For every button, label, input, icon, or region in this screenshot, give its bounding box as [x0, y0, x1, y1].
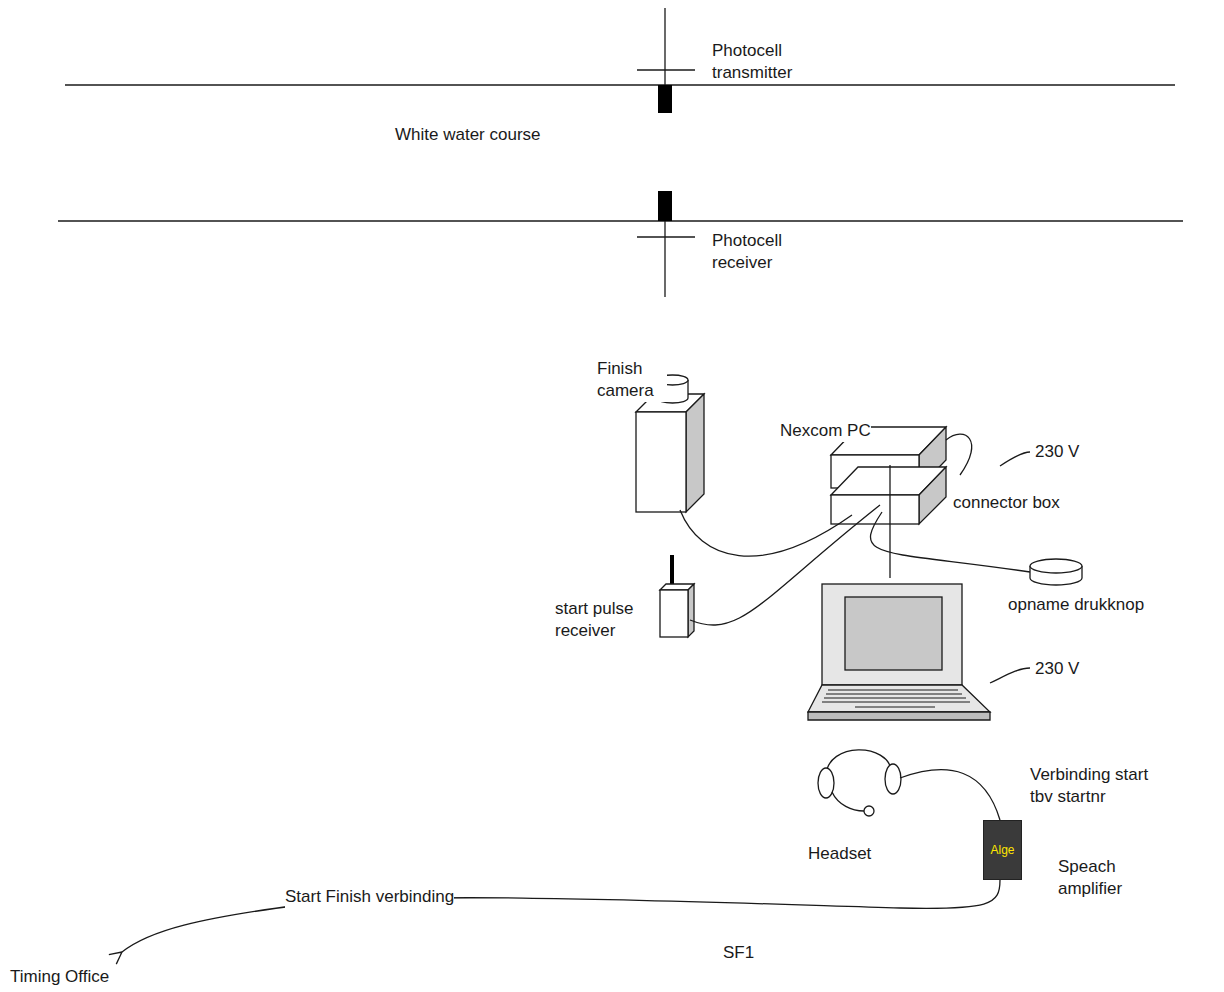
photocell-transmitter	[658, 85, 672, 113]
cable-label: Start Finish verbinding	[285, 886, 454, 908]
photocell-post	[637, 236, 695, 237]
brand-text: Alge	[990, 843, 1014, 857]
course-bank	[65, 84, 1175, 85]
pc-label: Nexcom PC	[780, 420, 871, 442]
power-cord	[946, 434, 972, 475]
button-label: opname drukknop	[1008, 594, 1144, 616]
laptop-cable	[889, 465, 890, 578]
cable-name: SF1	[723, 942, 754, 964]
laptop	[808, 584, 990, 720]
photocell-label: Photocell transmitter	[712, 40, 832, 84]
office-label: Timing Office	[10, 966, 109, 988]
photocell-post	[664, 221, 665, 297]
amplifier-label: Speach amplifier	[1058, 856, 1148, 900]
speech-amplifier: Alge	[983, 820, 1022, 880]
course-bank	[58, 220, 1183, 221]
button-cable	[870, 512, 1030, 572]
connector-label: connector box	[953, 492, 1060, 514]
power-cord	[990, 668, 1030, 683]
voltage-label: 230 V	[1035, 441, 1079, 463]
headset	[818, 750, 901, 816]
photocell-post	[664, 8, 665, 85]
photocell-receiver	[658, 191, 672, 221]
receiver-label: start pulse receiver	[555, 598, 655, 642]
headset-label: Headset	[808, 843, 871, 865]
start-pulse-receiver	[660, 555, 694, 637]
record-button	[1030, 559, 1082, 585]
connector-box	[831, 467, 946, 524]
photocell-post	[637, 69, 695, 70]
camera-label: Finish camera	[597, 358, 667, 402]
photocell-label: Photocell receiver	[712, 230, 822, 274]
connection-label: Verbinding start tbv startnr	[1030, 764, 1170, 808]
power-cord	[1000, 452, 1030, 466]
headset-cable	[900, 770, 1000, 820]
start-finish-cable	[122, 880, 1000, 952]
course-label: White water course	[395, 124, 541, 146]
voltage-label: 230 V	[1035, 658, 1079, 680]
